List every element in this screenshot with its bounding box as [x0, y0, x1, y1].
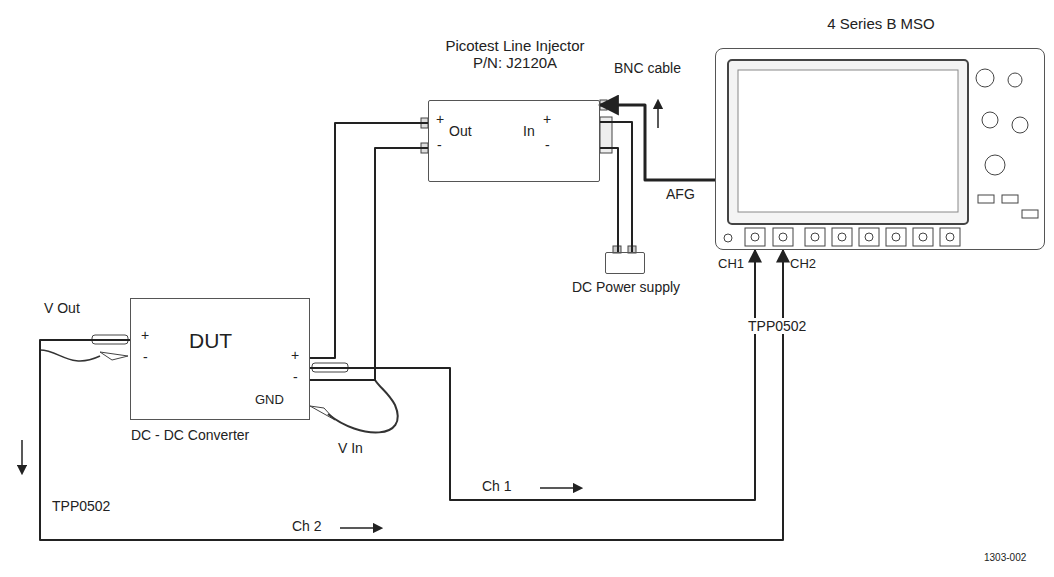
knob — [976, 69, 994, 87]
line-injector: Picotest Line Injector P/N: J2120A+Out-I… — [428, 100, 600, 182]
direction-arrow — [657, 104, 659, 128]
cable — [600, 148, 618, 252]
direction-arrow — [21, 440, 23, 470]
button — [978, 195, 994, 203]
device-caption: DC Power supply — [551, 279, 701, 295]
scope-display — [738, 70, 958, 212]
channel-connector — [919, 233, 927, 241]
knob — [982, 112, 998, 128]
dc-dc-converter: DUT+-+-GNDDC - DC Converter — [130, 298, 310, 420]
terminal-name: GND — [255, 393, 284, 408]
channel-connector — [946, 233, 954, 241]
knob — [1008, 73, 1022, 87]
channel-connector — [779, 233, 787, 241]
direction-arrow — [340, 527, 378, 529]
channel-connector — [892, 233, 900, 241]
ground-clip — [100, 352, 128, 360]
channel-connector — [751, 233, 759, 241]
cable-name: BNC cable — [612, 60, 683, 76]
channel-connector — [811, 233, 819, 241]
probe-channel: Ch 1 — [480, 478, 514, 494]
terminal-sign: - — [293, 369, 298, 385]
figure-number: 1303-002 — [982, 552, 1028, 564]
cable — [310, 250, 755, 500]
dc-power-supply: DC Power supply — [605, 252, 645, 274]
device-caption: DC - DC Converter — [131, 427, 249, 443]
channel-connectors — [805, 228, 960, 246]
ground-lead — [328, 380, 398, 432]
channel-connector — [859, 228, 879, 246]
channel-connector — [886, 228, 906, 246]
channel-name: CH1 — [718, 257, 744, 272]
port-name: In — [523, 123, 535, 139]
terminal-sign: + — [141, 327, 149, 343]
probe-model: TPP0502 — [50, 498, 112, 514]
ground-clip — [310, 406, 335, 420]
cable — [40, 250, 783, 540]
knob — [985, 155, 1005, 175]
oscilloscope: 4 Series B MSOCH1CH2 — [715, 48, 1045, 250]
channel-connector — [865, 233, 873, 241]
cable — [310, 148, 428, 380]
output-name: AFG — [664, 186, 697, 202]
port-name: Out — [449, 123, 472, 139]
direction-arrow — [540, 487, 578, 489]
device-title: Picotest Line Injector P/N: J2120A — [430, 37, 600, 72]
terminal-sign: - — [545, 137, 550, 153]
cable — [600, 105, 715, 180]
terminal-sign: + — [543, 111, 551, 127]
knob — [1012, 117, 1028, 133]
terminal-sign: - — [143, 349, 148, 365]
channel-connector — [832, 228, 852, 246]
device-title: 4 Series B MSO — [716, 15, 1046, 32]
cable — [600, 122, 632, 252]
button — [1022, 210, 1038, 218]
ground-lead — [40, 350, 100, 361]
power-button — [724, 234, 732, 242]
signal-name: V Out — [42, 300, 82, 316]
terminal-sign: + — [436, 111, 444, 127]
channel-connector — [745, 228, 765, 246]
channel-connector — [773, 228, 793, 246]
cable — [310, 123, 428, 358]
channel-connector — [805, 228, 825, 246]
probe-channel: Ch 2 — [290, 518, 324, 534]
terminal-sign: - — [437, 137, 442, 153]
channel-connector — [838, 233, 846, 241]
scope-screen — [728, 60, 968, 224]
terminal-sign: + — [291, 347, 299, 363]
device-name: DUT — [189, 329, 232, 353]
channel-name: CH2 — [790, 257, 816, 272]
signal-name: V In — [336, 440, 365, 456]
channel-connector — [913, 228, 933, 246]
channel-connector — [940, 228, 960, 246]
probe-model: TPP0502 — [746, 318, 808, 334]
button — [1002, 195, 1018, 203]
